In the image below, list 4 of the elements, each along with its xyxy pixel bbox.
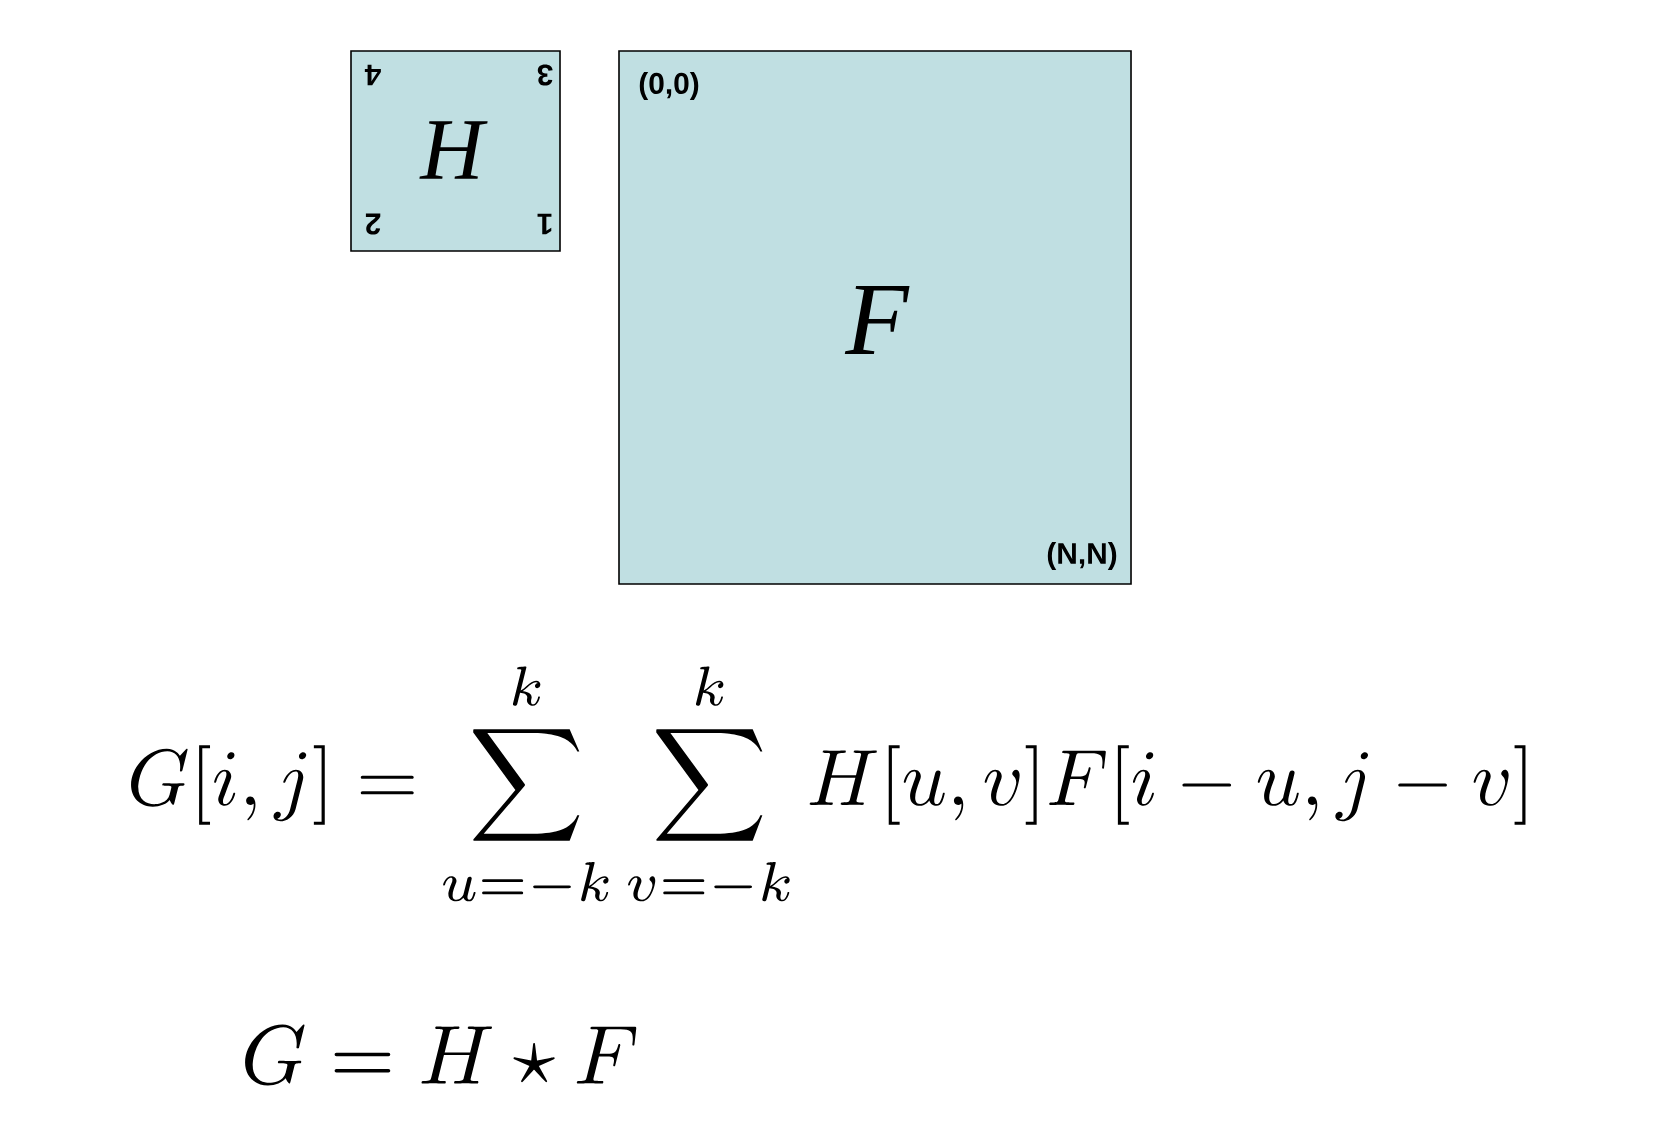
matrix-box: H 4 3 2 1 [350, 50, 561, 252]
matrix-box: F (0,0) (N,N) [618, 50, 1132, 585]
convolution-formula: $G = H \star F$ [245, 1024, 637, 1086]
convolution-formula: $G[i,j] = \sum_{u=-k}^{k} \sum_{v=-k}^{k} H[u,v]F[i-u,j-v]$ [131, 666, 1526, 902]
